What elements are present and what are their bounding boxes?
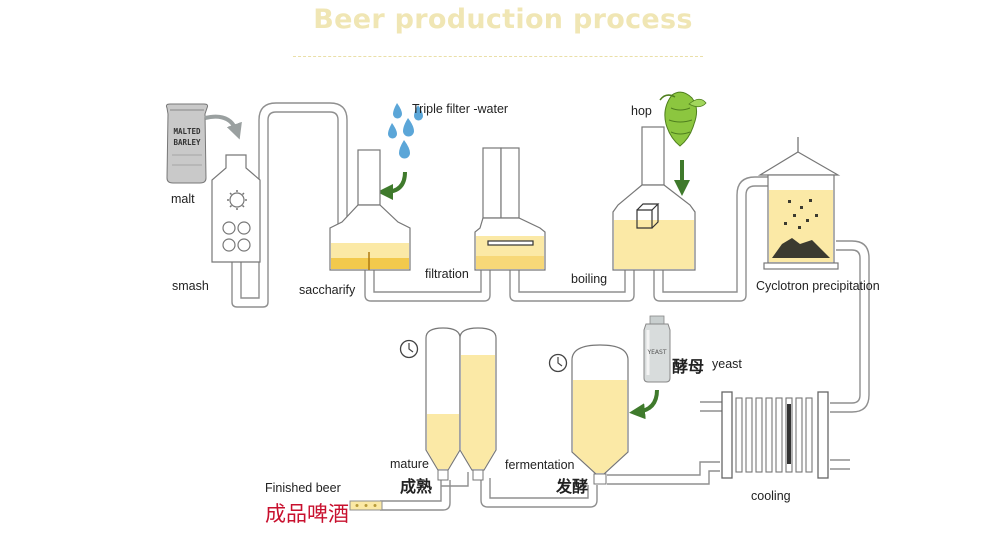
hop-label: hop [631,104,652,118]
page-title: Beer production process [313,4,693,35]
fermentation-tank [571,344,629,485]
cyclotron-precipitation-label: Cyclotron precipitation [756,279,880,293]
timer-icon [399,339,419,359]
timer-icon [548,353,568,373]
cooling-label: cooling [751,489,791,503]
hop-icon [659,91,707,147]
filtration-label: filtration [425,267,469,281]
fermentation-cn-label: 发酵 [555,477,588,496]
malt-arrow [204,114,242,140]
mill-vessel [211,154,261,263]
boiling-tank [612,126,696,271]
cyclotron-tank [757,137,841,270]
triple-filter-water-label: Triple filter -water [412,102,508,116]
mature-label: mature [390,457,429,471]
yeast-bottle-icon: YEAST [643,315,671,383]
boiling-label: boiling [571,272,607,286]
title-underline [293,56,703,57]
yeast-cn-label: 酵母 [672,357,704,376]
filtration-tank [474,147,546,271]
cooler [700,391,829,479]
malt-sack-line2: BARLEY [173,138,201,147]
water-arrow [377,171,407,200]
fermentation-label: fermentation [505,458,575,472]
mature-cn-label: 成熟 [400,477,432,496]
malt-label: malt [171,192,195,206]
malt-sack-line1: MALTED [173,127,201,136]
yeast-label: yeast [712,357,742,371]
smash-label: smash [172,279,209,293]
yeast-bottle-text: YEAST [646,349,666,356]
finished-beer-spout [349,500,383,511]
saccharify-tank [329,149,411,271]
malt-sack-icon: MALTED BARLEY [165,103,209,184]
water-drops-icon [388,103,423,159]
finished-beer-label: Finished beer [265,481,341,495]
mature-tank-right [459,327,497,481]
pipes [231,102,870,511]
saccharify-label: saccharify [299,283,356,297]
mature-tank-left [425,327,461,481]
yeast-arrow [629,389,659,420]
finished-beer-cn-label: 成品啤酒 [265,502,349,526]
